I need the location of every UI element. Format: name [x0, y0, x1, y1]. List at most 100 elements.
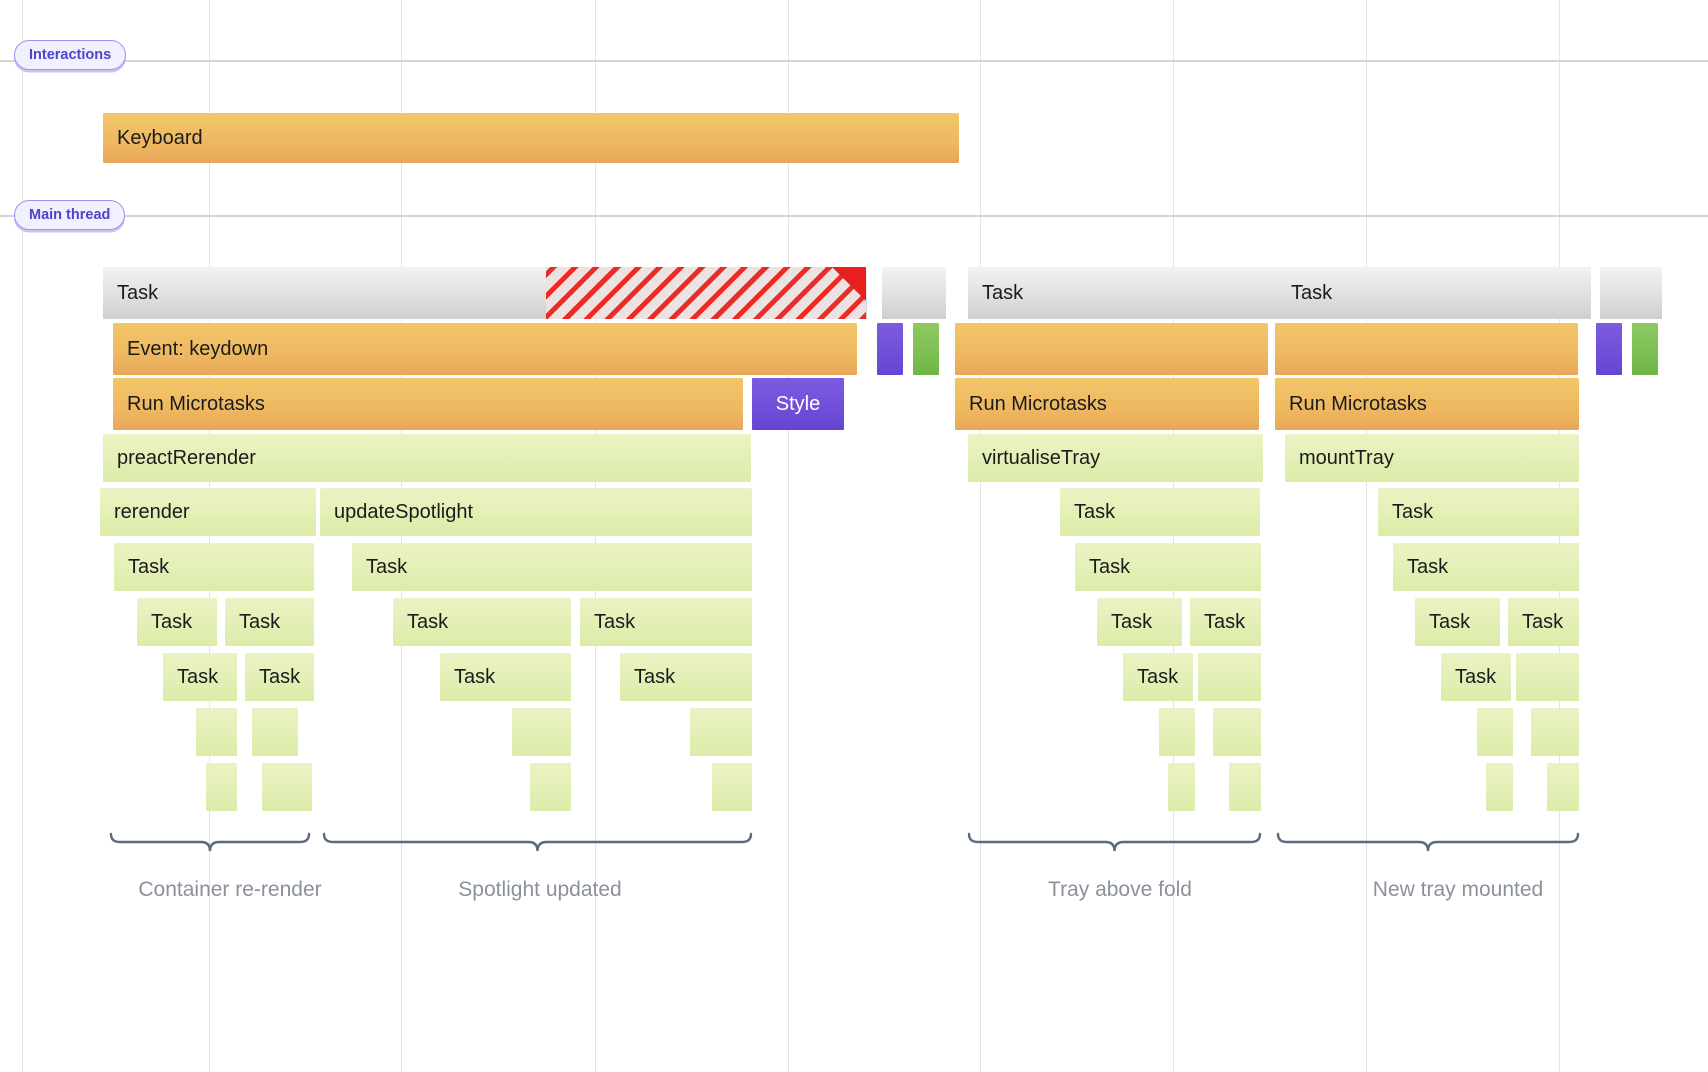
track-label-interactions[interactable]: Interactions: [14, 40, 127, 70]
brace-path: [109, 832, 311, 852]
function-row-3-block-3[interactable]: Task: [1393, 543, 1579, 591]
block-label: Task: [366, 555, 408, 578]
function-row-7-block-1[interactable]: [262, 763, 312, 811]
function-row-5-block-1[interactable]: Task: [245, 653, 314, 701]
function-row-2-block-1[interactable]: updateSpotlight: [320, 488, 752, 536]
microtasks-row-block-3[interactable]: Run Microtasks: [1275, 378, 1579, 430]
microtasks-row-block-1[interactable]: Style: [752, 378, 844, 430]
function-row-6-block-5[interactable]: [1213, 708, 1261, 756]
event-row-block-3[interactable]: [955, 323, 1268, 375]
function-row-5-block-5[interactable]: [1198, 653, 1261, 701]
function-row-6-block-6[interactable]: [1477, 708, 1513, 756]
microtasks-row-block-2[interactable]: Run Microtasks: [955, 378, 1259, 430]
block-label: Run Microtasks: [1289, 392, 1427, 415]
long-task-warning-triangle-icon: [832, 267, 866, 301]
brace-path: [1276, 832, 1580, 852]
block-label: Task: [1074, 500, 1116, 523]
block-label: Run Microtasks: [969, 392, 1107, 415]
gridline-vertical-6: [1173, 0, 1174, 1072]
block-label: Task: [1392, 500, 1434, 523]
function-row-5-block-7[interactable]: [1516, 653, 1579, 701]
function-row-7-block-4[interactable]: [1168, 763, 1195, 811]
function-row-7-block-5[interactable]: [1229, 763, 1261, 811]
function-row-5-block-6[interactable]: Task: [1441, 653, 1511, 701]
function-row-6-block-3[interactable]: [690, 708, 752, 756]
block-label: Run Microtasks: [127, 392, 265, 415]
function-row-4-block-0[interactable]: Task: [137, 598, 217, 646]
event-row-block-4[interactable]: [1275, 323, 1578, 375]
brace-path: [322, 832, 753, 852]
block-label: Task: [1407, 555, 1449, 578]
block-label: Task: [407, 610, 449, 633]
function-row-4-block-4[interactable]: Task: [1097, 598, 1182, 646]
block-label: Task: [982, 281, 1024, 304]
function-row-4-block-5[interactable]: Task: [1190, 598, 1261, 646]
annotation-label-tray-above-fold: Tray above fold: [1048, 878, 1192, 901]
block-label: rerender: [114, 500, 190, 523]
function-row-6-block-0[interactable]: [196, 708, 237, 756]
function-row-5-block-2[interactable]: Task: [440, 653, 571, 701]
block-label: Task: [259, 665, 301, 688]
block-label: preactRerender: [117, 446, 256, 469]
function-row-3-block-0[interactable]: Task: [114, 543, 314, 591]
brace-tray-above-fold: [967, 832, 1262, 859]
block-label: Task: [1429, 610, 1471, 633]
brace-new-tray-mounted: [1276, 832, 1580, 859]
function-row-3-block-1[interactable]: Task: [352, 543, 752, 591]
task-row-block-1[interactable]: [882, 267, 946, 319]
function-row-4-block-7[interactable]: Task: [1508, 598, 1579, 646]
microtasks-row-block-0[interactable]: Run Microtasks: [113, 378, 743, 430]
task-row-block-3[interactable]: Task: [1277, 267, 1591, 319]
function-row-2-block-3[interactable]: Task: [1378, 488, 1579, 536]
interaction-block-0[interactable]: Keyboard: [103, 113, 959, 163]
function-row-1-block-1[interactable]: virtualiseTray: [968, 434, 1263, 482]
function-row-6-block-4[interactable]: [1159, 708, 1195, 756]
function-row-4-block-3[interactable]: Task: [580, 598, 752, 646]
function-row-1-block-2[interactable]: mountTray: [1285, 434, 1579, 482]
brace-container-rerender: [109, 832, 311, 859]
function-row-6-block-2[interactable]: [512, 708, 571, 756]
function-row-4-block-2[interactable]: Task: [393, 598, 571, 646]
function-row-7-block-2[interactable]: [530, 763, 571, 811]
block-label: Task: [1111, 610, 1153, 633]
function-row-4-block-6[interactable]: Task: [1415, 598, 1500, 646]
event-row-block-2[interactable]: [913, 323, 939, 375]
gridline-vertical-3: [595, 0, 596, 1072]
track-separator-1: [0, 215, 1708, 217]
block-label: Task: [1291, 281, 1333, 304]
track-label-main-thread[interactable]: Main thread: [14, 200, 126, 230]
gridline-vertical-2: [401, 0, 402, 1072]
annotation-label-container-rerender: Container re-render: [138, 878, 322, 901]
function-row-3-block-2[interactable]: Task: [1075, 543, 1261, 591]
block-label: Event: keydown: [127, 337, 269, 360]
function-row-5-block-0[interactable]: Task: [163, 653, 237, 701]
block-label: Task: [177, 665, 219, 688]
long-task-hatch-overlay[interactable]: [546, 267, 866, 319]
task-row-block-4[interactable]: [1600, 267, 1662, 319]
function-row-5-block-4[interactable]: Task: [1123, 653, 1193, 701]
task-row-block-2[interactable]: Task: [968, 267, 1285, 319]
event-row-block-0[interactable]: Event: keydown: [113, 323, 857, 375]
block-label: Task: [239, 610, 281, 633]
function-row-7-block-3[interactable]: [712, 763, 752, 811]
function-row-7-block-0[interactable]: [206, 763, 237, 811]
function-row-6-block-7[interactable]: [1531, 708, 1579, 756]
event-row-block-1[interactable]: [877, 323, 903, 375]
gridline-vertical-0: [22, 0, 23, 1072]
gridline-vertical-5: [980, 0, 981, 1072]
function-row-7-block-7[interactable]: [1547, 763, 1579, 811]
function-row-1-block-0[interactable]: preactRerender: [103, 434, 751, 482]
function-row-2-block-2[interactable]: Task: [1060, 488, 1260, 536]
function-row-6-block-1[interactable]: [252, 708, 298, 756]
block-label: Task: [454, 665, 496, 688]
function-row-5-block-3[interactable]: Task: [620, 653, 752, 701]
function-row-4-block-1[interactable]: Task: [225, 598, 314, 646]
event-row-block-6[interactable]: [1632, 323, 1658, 375]
gridline-vertical-8: [1559, 0, 1560, 1072]
function-row-2-block-0[interactable]: rerender: [100, 488, 316, 536]
function-row-7-block-6[interactable]: [1486, 763, 1513, 811]
event-row-block-5[interactable]: [1596, 323, 1622, 375]
block-label: Keyboard: [117, 126, 203, 149]
block-label: Task: [1137, 665, 1179, 688]
block-label: updateSpotlight: [334, 500, 474, 523]
